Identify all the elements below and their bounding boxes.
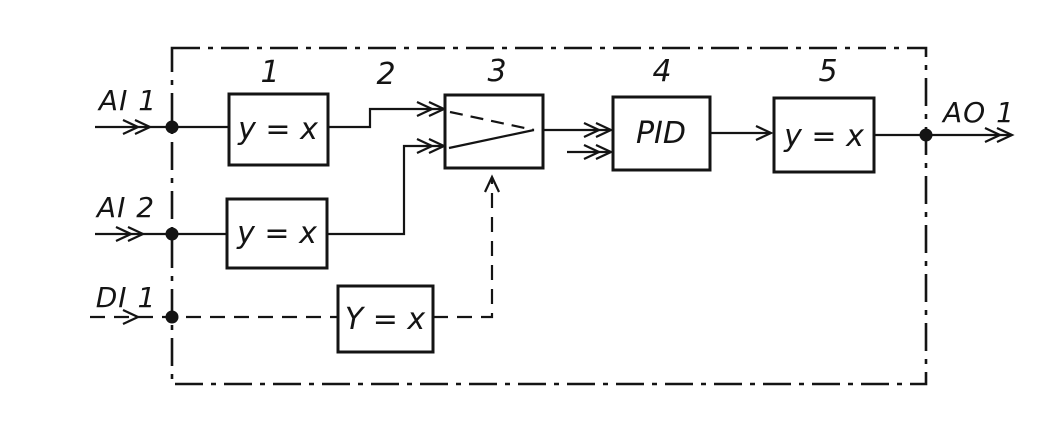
block-1-label: y = x: [237, 112, 318, 147]
di1-label: DI 1: [96, 281, 157, 314]
pid-block-label: PID: [636, 116, 686, 151]
block-2-rect: [225, 197, 329, 270]
block2-output-wire: [327, 138, 447, 236]
block-1-rect: [227, 92, 330, 167]
selector-block: [443, 93, 545, 170]
di1-junction-dot: [165, 310, 179, 324]
block-5-label: y = x: [783, 119, 864, 154]
ao1-junction-dot: [919, 128, 933, 142]
position-number-2: 2: [376, 57, 395, 92]
pid-block-rect: [611, 95, 712, 172]
system-boundary: [170, 46, 928, 386]
block-5-rect: [772, 96, 876, 174]
di-function-block-label: Y = x: [345, 302, 426, 337]
di-function-block: Y = x: [336, 284, 435, 354]
ai2-label: AI 2: [95, 191, 155, 224]
position-number-4: 4: [652, 54, 671, 89]
ai1-label: AI 1: [97, 84, 157, 117]
block-2-label: y = x: [236, 216, 317, 251]
ai1-junction-dot: [165, 120, 179, 134]
position-number-1: 1: [260, 55, 279, 90]
block-5: y = x: [772, 96, 876, 174]
block-2: y = x: [225, 197, 329, 270]
block-1: y = x: [227, 92, 330, 167]
di-block-output-wire: [433, 174, 500, 319]
pid-block: PID: [611, 95, 712, 172]
block1-output-wire: [328, 101, 447, 129]
di-function-block-rect: [336, 284, 435, 354]
selector-symbol-lower-icon: [448, 128, 535, 150]
ao1-label: AO 1: [941, 96, 1015, 129]
position-number-3: 3: [487, 54, 506, 89]
ai2-junction-dot: [165, 227, 179, 241]
selector-symbol-upper-icon: [449, 110, 535, 132]
position-number-5: 5: [818, 54, 837, 89]
